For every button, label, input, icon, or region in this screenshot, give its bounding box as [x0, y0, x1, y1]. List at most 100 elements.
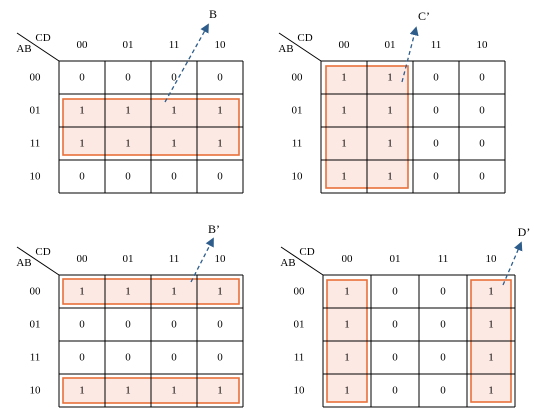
cell-value: 1: [341, 72, 347, 84]
cell-value: 0: [79, 352, 85, 364]
callout-arrow: [164, 23, 209, 103]
corner-diagonal: [278, 32, 322, 62]
cell-value: 1: [125, 105, 131, 117]
cell-value: 0: [171, 352, 177, 364]
corner-diagonal: [16, 32, 60, 62]
row-header: 10: [30, 385, 42, 397]
col-variable-label: CD: [297, 32, 312, 44]
row-header: 10: [292, 171, 304, 183]
row-variable-label: AB: [278, 43, 293, 55]
row-header: 11: [294, 352, 305, 364]
cell-value: 0: [171, 171, 177, 183]
group-term-label: D’: [518, 225, 531, 239]
column-header: 10: [477, 39, 489, 51]
cell-value: 0: [440, 286, 446, 298]
cell-value: 1: [488, 352, 494, 364]
cell-value: 1: [125, 385, 131, 397]
column-header: 11: [169, 39, 180, 51]
cell-value: 1: [217, 385, 223, 397]
row-header: 00: [292, 72, 304, 84]
cell-value: 0: [392, 385, 398, 397]
cell-value: 1: [488, 286, 494, 298]
column-header: 01: [390, 253, 401, 265]
cell-value: 1: [125, 286, 131, 298]
column-header: 01: [123, 253, 134, 265]
row-header: 11: [292, 138, 303, 150]
row-variable-label: AB: [16, 257, 31, 269]
cell-value: 0: [440, 385, 446, 397]
row-variable-label: AB: [16, 43, 31, 55]
cell-value: 0: [125, 72, 131, 84]
cell-value: 0: [125, 352, 131, 364]
cell-value: 0: [479, 138, 485, 150]
callout-arrow: [502, 241, 523, 286]
cell-value: 1: [171, 138, 177, 150]
column-header: 01: [385, 39, 396, 51]
group-term-label: C’: [418, 9, 430, 23]
column-header: 11: [431, 39, 442, 51]
row-header: 01: [30, 319, 41, 331]
corner-diagonal: [16, 246, 60, 276]
col-variable-label: CD: [35, 32, 50, 44]
cell-value: 0: [125, 319, 131, 331]
cell-value: 1: [344, 286, 350, 298]
cell-value: 1: [79, 105, 85, 117]
column-header: 11: [169, 253, 180, 265]
row-variable-label: AB: [280, 257, 295, 269]
group-term-label: B’: [208, 222, 220, 236]
row-header: 00: [30, 286, 42, 298]
cell-value: 1: [217, 105, 223, 117]
cell-value: 0: [171, 319, 177, 331]
cell-value: 0: [433, 72, 439, 84]
row-header: 11: [30, 138, 41, 150]
cell-value: 0: [392, 352, 398, 364]
cell-value: 0: [479, 105, 485, 117]
col-variable-label: CD: [299, 246, 314, 258]
row-header: 10: [294, 385, 306, 397]
cell-value: 0: [440, 319, 446, 331]
column-header: 01: [123, 39, 134, 51]
cell-value: 1: [217, 286, 223, 298]
cell-value: 1: [125, 138, 131, 150]
cell-value: 0: [79, 171, 85, 183]
row-header: 10: [30, 171, 42, 183]
cell-value: 1: [79, 138, 85, 150]
cell-value: 1: [341, 171, 347, 183]
cell-value: 0: [217, 171, 223, 183]
cell-value: 0: [433, 171, 439, 183]
cell-value: 0: [79, 319, 85, 331]
cell-value: 1: [387, 105, 393, 117]
column-header: 10: [486, 253, 498, 265]
cell-value: 0: [433, 138, 439, 150]
row-header: 11: [30, 352, 41, 364]
callout-arrow: [190, 237, 214, 283]
cell-value: 1: [387, 72, 393, 84]
cell-value: 1: [341, 138, 347, 150]
column-header: 00: [339, 39, 351, 51]
cell-value: 1: [387, 138, 393, 150]
cell-value: 1: [171, 105, 177, 117]
column-header: 00: [77, 253, 89, 265]
row-header: 00: [294, 286, 306, 298]
row-header: 01: [30, 105, 41, 117]
column-header: 00: [77, 39, 89, 51]
cell-value: 1: [217, 138, 223, 150]
col-variable-label: CD: [35, 246, 50, 258]
column-header: 10: [215, 253, 227, 265]
cell-value: 1: [79, 286, 85, 298]
row-header: 00: [30, 72, 42, 84]
cell-value: 0: [392, 286, 398, 298]
column-header: 10: [215, 39, 227, 51]
cell-value: 0: [171, 72, 177, 84]
group-term-label: B: [209, 7, 217, 21]
row-header: 01: [294, 319, 305, 331]
cell-value: 0: [217, 352, 223, 364]
cell-value: 1: [488, 319, 494, 331]
cell-value: 1: [344, 319, 350, 331]
row-header: 01: [292, 105, 303, 117]
cell-value: 1: [344, 385, 350, 397]
